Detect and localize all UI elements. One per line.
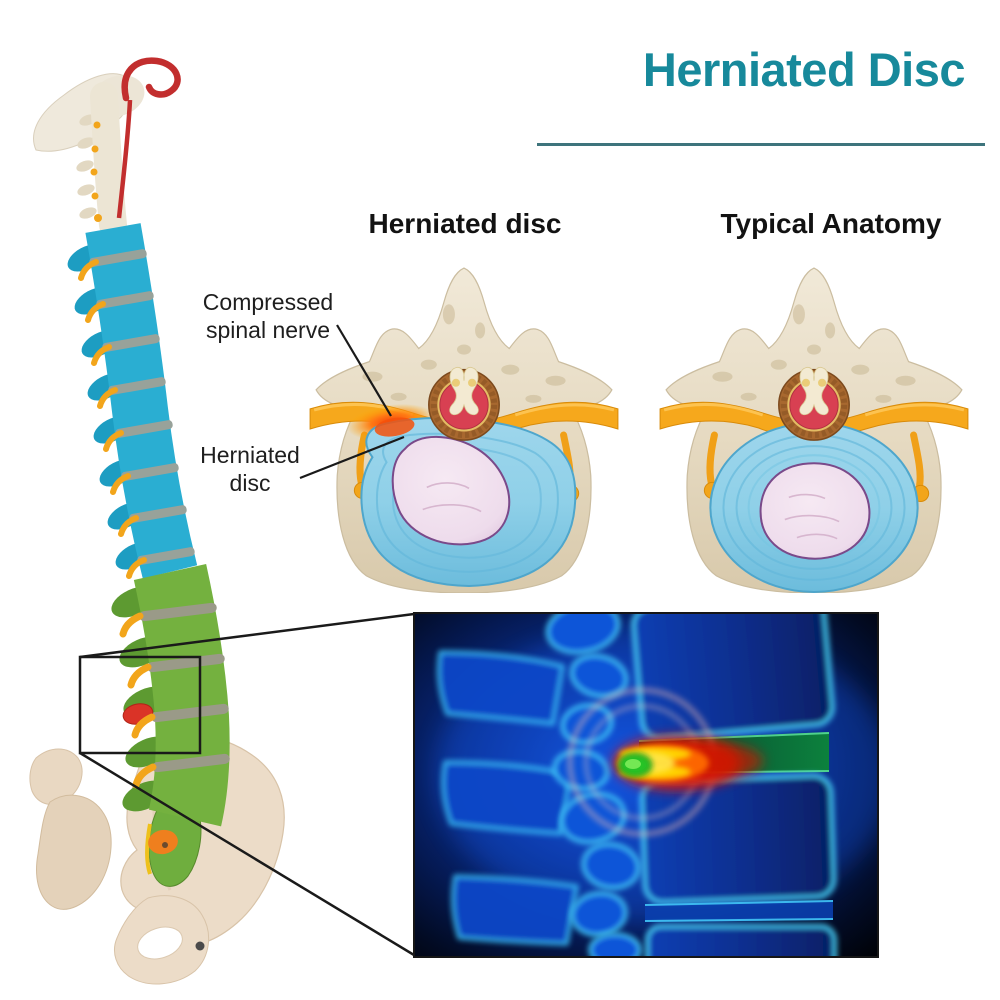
title-divider xyxy=(537,143,985,146)
annotation-herniated-disc: Herniated disc xyxy=(160,441,340,497)
annotation-line: disc xyxy=(229,470,271,497)
annotation-line: spinal nerve xyxy=(205,317,331,344)
panel-label-herniated: Herniated disc xyxy=(368,208,562,239)
annotation-line: Compressed xyxy=(202,289,334,315)
annotation-compressed-spinal-nerve: Compressed spinal nerve xyxy=(158,288,378,344)
xray-inset-image xyxy=(413,612,879,958)
spine-model-photo xyxy=(29,57,285,985)
vertebra-herniated-illustration xyxy=(308,267,620,593)
page-title: Herniated Disc xyxy=(642,43,966,96)
vertebra-typical-illustration xyxy=(658,267,970,593)
panel-label-typical: Typical Anatomy xyxy=(720,208,942,239)
annotation-line: Herniated xyxy=(200,442,300,468)
